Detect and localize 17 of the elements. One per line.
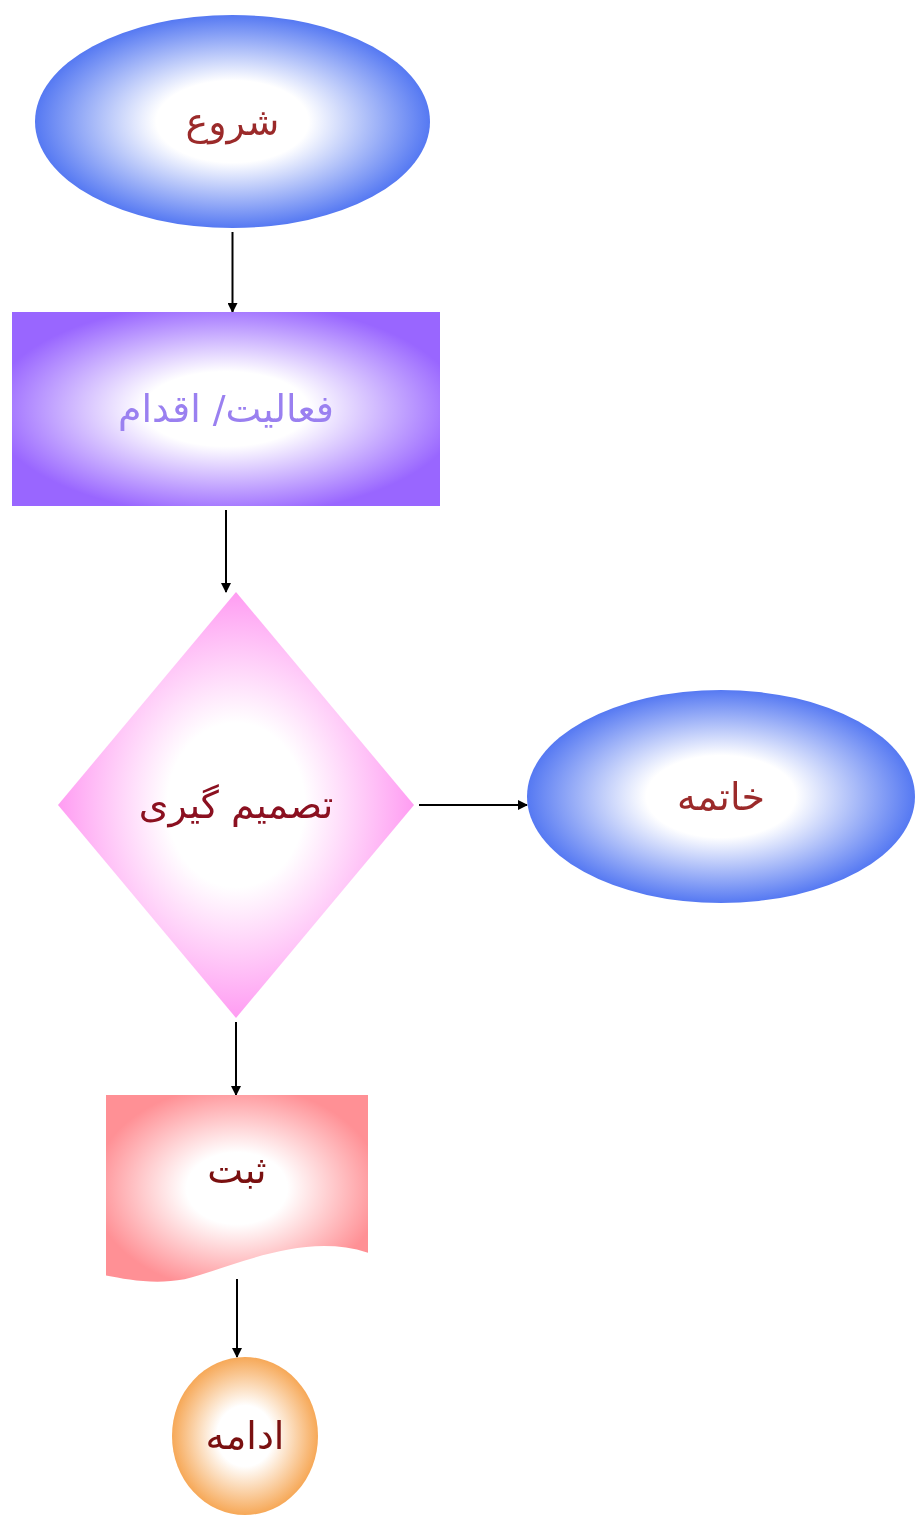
node-label: شروع	[185, 99, 280, 144]
node-label: خاتمه	[677, 774, 765, 819]
document-shape	[106, 1095, 368, 1285]
connector-circle	[172, 1357, 318, 1515]
arrow	[227, 231, 238, 313]
decision-diamond	[58, 592, 414, 1018]
process-box	[12, 312, 440, 506]
arrow	[232, 1278, 242, 1358]
node-label: ادامه	[205, 1414, 285, 1458]
terminal-ellipse	[35, 15, 430, 228]
arrow	[418, 800, 528, 810]
arrow	[231, 1021, 241, 1096]
node-label: فعالیت/ اقدام	[117, 387, 335, 431]
node-label: ثبت	[207, 1148, 267, 1192]
arrow	[221, 509, 231, 593]
node-label: تصمیم گیری	[138, 783, 334, 827]
terminal-ellipse	[527, 690, 915, 903]
